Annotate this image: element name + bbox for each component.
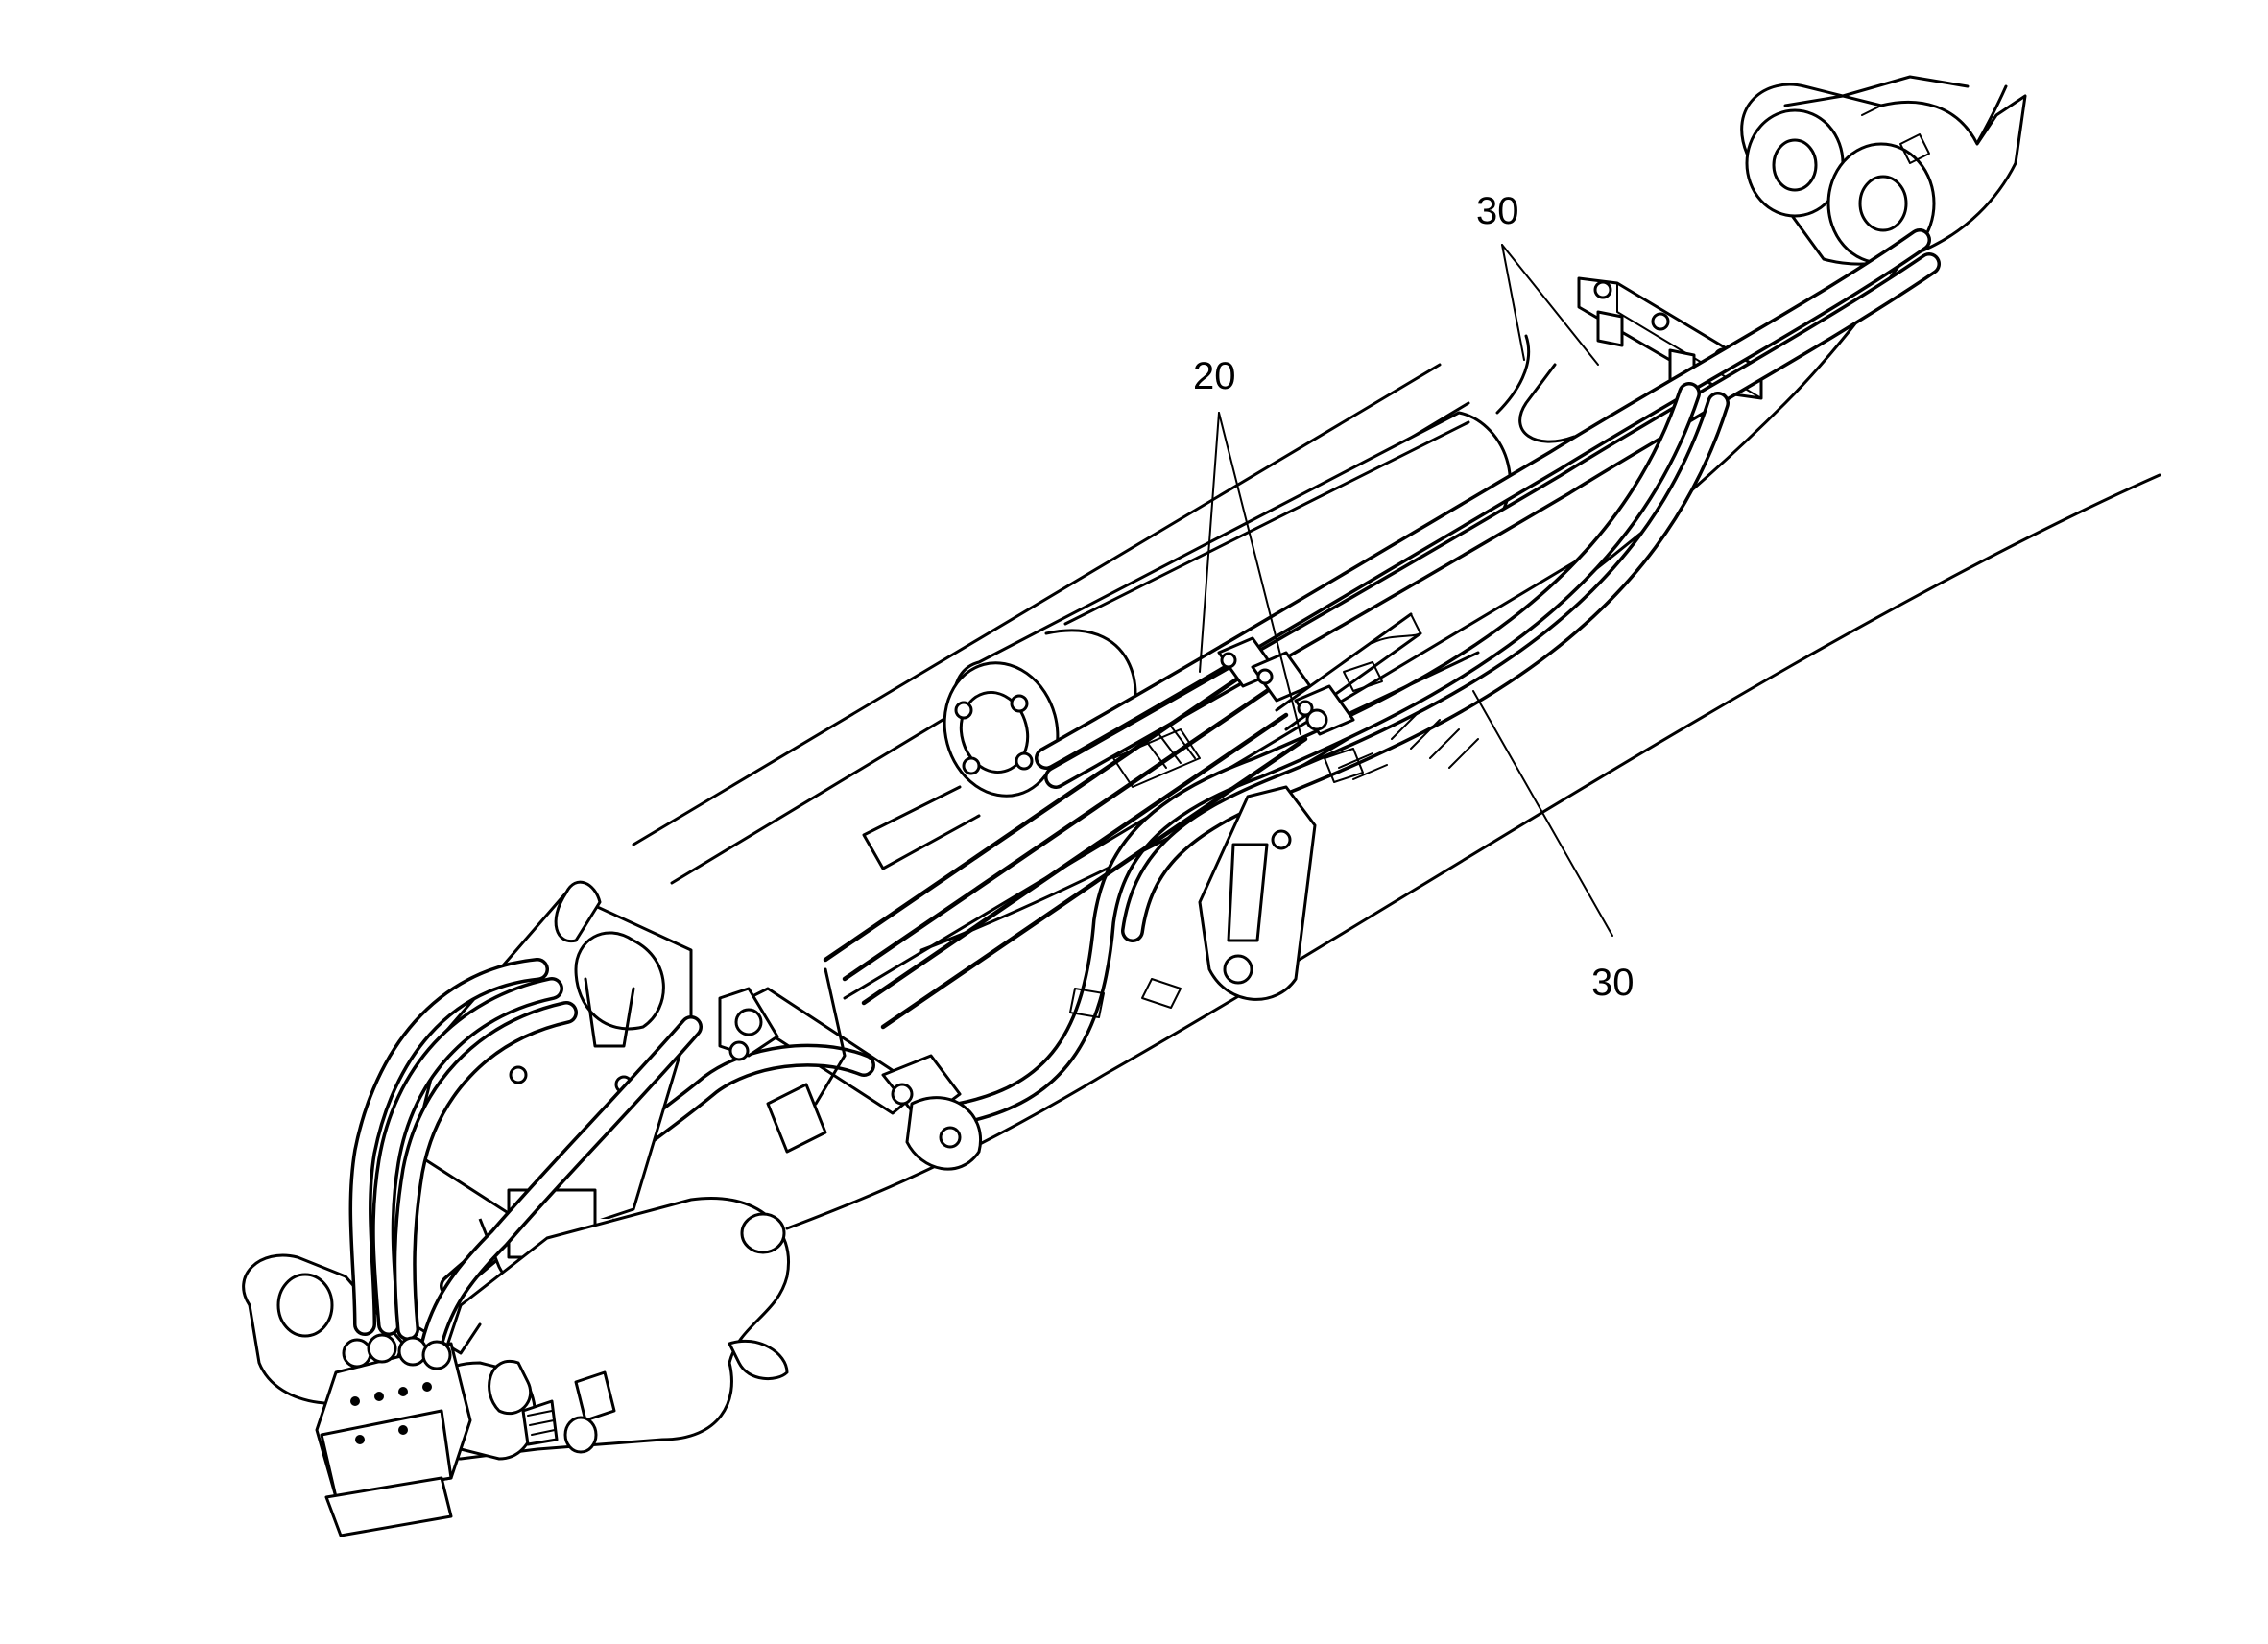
central-valve-rails [823,612,1480,1030]
leader-lines [1199,244,1613,937]
front-hose-loops [315,958,703,1537]
front-coupler-plates [242,1197,790,1461]
reference-numeral-20: 20 [1193,355,1236,397]
hose-bundle [948,228,1941,1125]
reference-numeral-30-bottom: 30 [1591,962,1635,1004]
mid-mount-bracket [1069,785,1317,1018]
reference-numeral-30-top: 30 [1476,190,1519,232]
upper-pivot-bracket [1740,75,2027,266]
